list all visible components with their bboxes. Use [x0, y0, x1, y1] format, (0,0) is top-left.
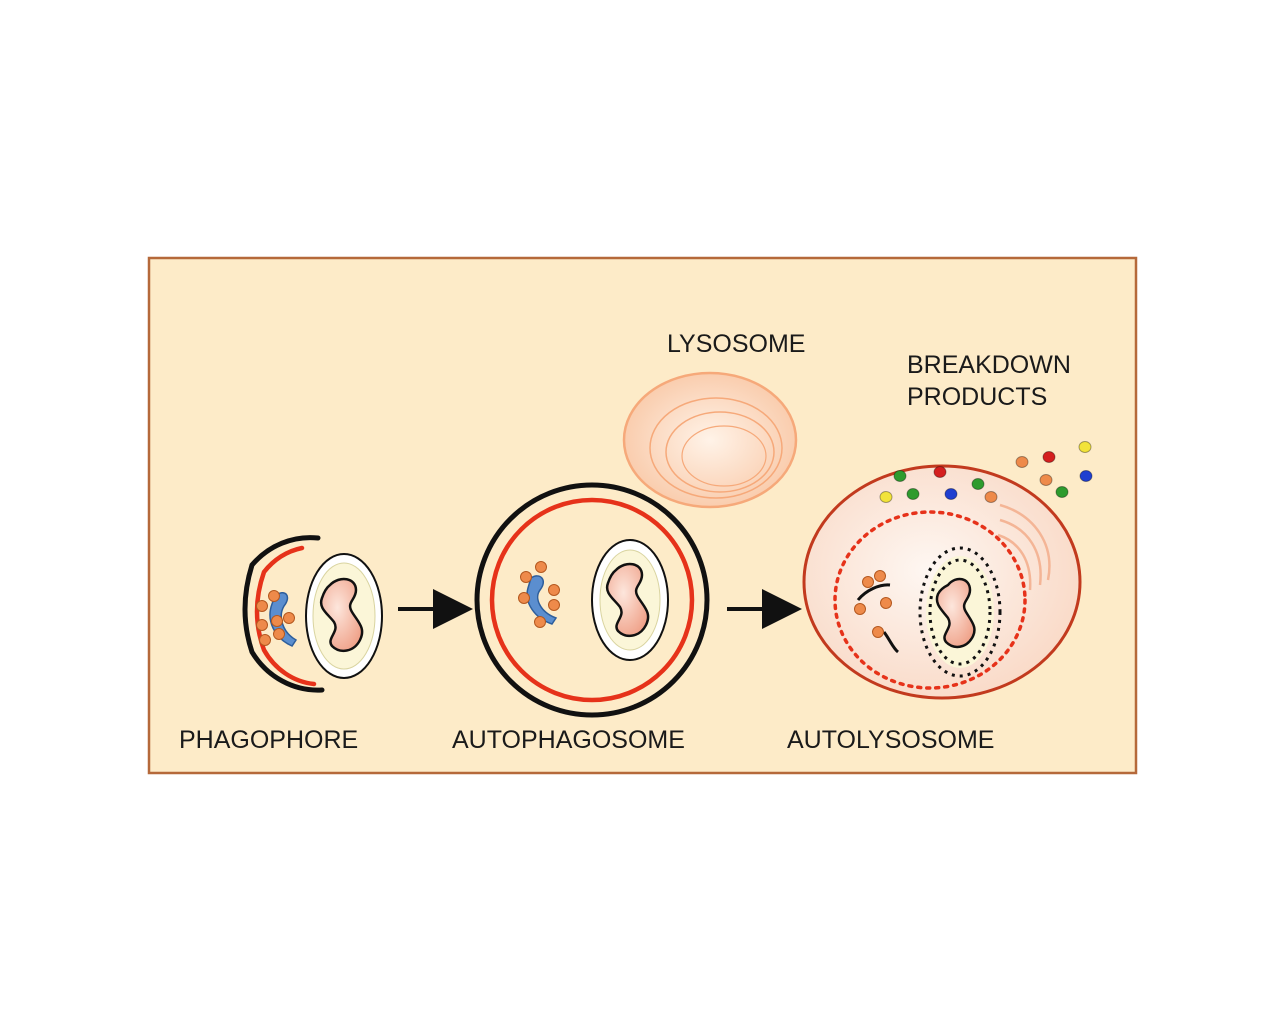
breakdown-particle — [971, 478, 985, 490]
phagophore-outer-membrane — [242, 535, 325, 693]
autophagosome-outer-membrane — [474, 482, 710, 718]
membrane-remnant — [882, 631, 900, 654]
fusing-lysosome-arcs — [997, 503, 1051, 591]
breakdown-particle — [1015, 456, 1029, 468]
cargo-particles — [256, 590, 295, 646]
breakdown-particle — [1055, 486, 1069, 498]
autolysosome-stage — [802, 464, 1082, 700]
mitochondrion-degrading-outer — [918, 546, 1002, 678]
breakdown-particle — [1078, 441, 1092, 453]
autophagosome-stage — [474, 482, 710, 718]
breakdown-particle — [933, 466, 947, 478]
mitochondrion-degrading-inner — [928, 558, 992, 666]
phagophore-stage — [242, 535, 383, 693]
breakdown-particle — [944, 488, 958, 500]
mitochondrion — [319, 577, 364, 653]
label-autophagosome: AUTOPHAGOSOME — [452, 726, 685, 754]
lysosome — [622, 371, 798, 509]
breakdown-particle — [1079, 470, 1093, 482]
cargo-particles — [854, 570, 892, 638]
label-breakdown-products-line2: PRODUCTS — [907, 383, 1047, 411]
degrading-inner-membrane — [833, 510, 1027, 690]
membrane-remnant — [856, 583, 891, 601]
cargo-particles — [518, 561, 560, 628]
breakdown-particle — [906, 488, 920, 500]
breakdown-particle — [893, 470, 907, 482]
mitochondrion — [605, 562, 650, 638]
er-fragment — [526, 575, 558, 625]
breakdown-particle — [984, 491, 998, 503]
breakdown-particle — [1042, 451, 1056, 463]
breakdown-particle — [1039, 474, 1053, 486]
label-autolysosome: AUTOLYSOSOME — [787, 726, 994, 754]
autophagosome-inner-membrane — [489, 497, 695, 703]
breakdown-products — [879, 441, 1093, 503]
breakdown-particle — [879, 491, 893, 503]
mitochondrion — [935, 577, 976, 649]
label-phagophore: PHAGOPHORE — [179, 726, 358, 754]
label-lysosome: LYSOSOME — [667, 330, 805, 358]
label-breakdown-products-line1: BREAKDOWN — [907, 351, 1071, 379]
